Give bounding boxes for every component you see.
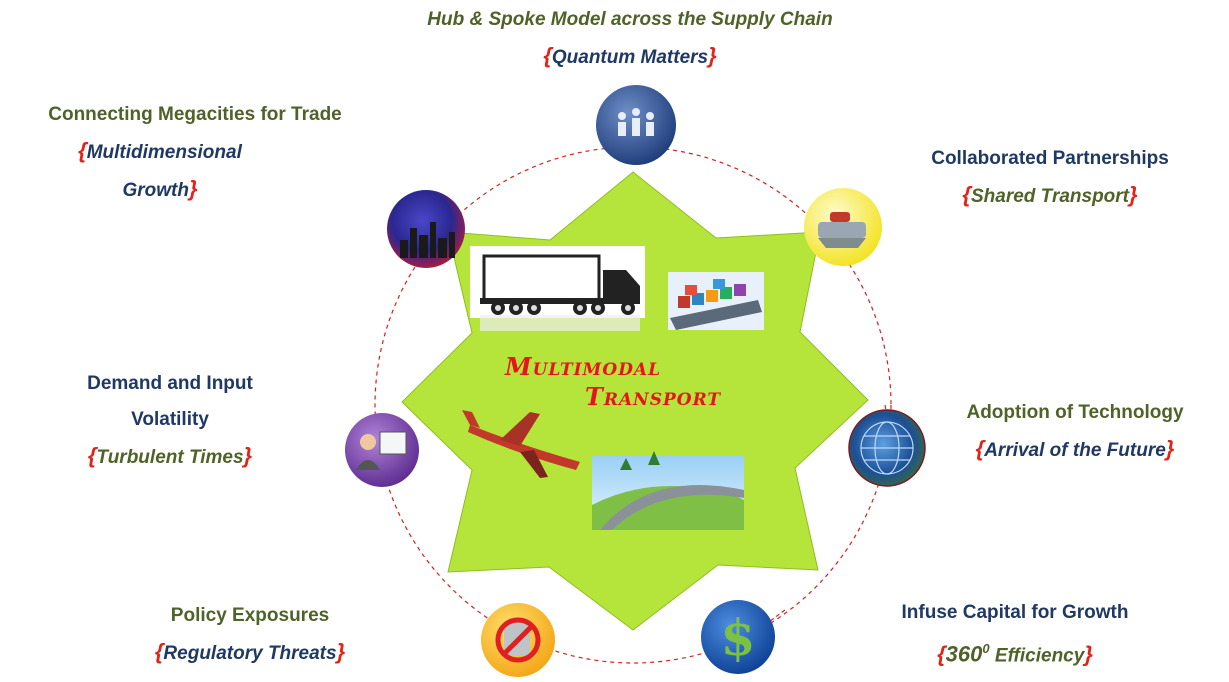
label-capital: Infuse Capital for Growth {3600 Efficien…: [855, 595, 1175, 674]
node-hub: [596, 85, 676, 165]
highway-landscape-icon: [592, 451, 744, 530]
globe-circuit-icon: [860, 421, 914, 475]
label-demand: Demand and Input Volatility {Turbulent T…: [50, 366, 290, 476]
label-hub: Hub & Spoke Model across the Supply Chai…: [350, 2, 910, 76]
label-partners: Collaborated Partnerships {Shared Transp…: [880, 141, 1220, 215]
city-skyline-icon: [400, 222, 455, 258]
node-demand: [345, 413, 419, 487]
capital-subtitle: {3600 Efficiency}: [937, 641, 1093, 667]
node-partners: [804, 188, 882, 266]
label-tech: Adoption of Technology {Arrival of the F…: [925, 395, 1225, 469]
megacities-title: Connecting Megacities for Trade: [48, 104, 342, 125]
tech-subtitle: {Arrival of the Future}: [975, 436, 1175, 461]
connector-ring: [374, 146, 892, 664]
handshake-icon: [818, 212, 866, 248]
policy-title: Policy Exposures: [170, 605, 330, 626]
hub-subtitle: {Quantum Matters}: [543, 43, 717, 68]
truck-icon: [470, 246, 645, 331]
policy-subtitle: {Regulatory Threats}: [154, 639, 346, 664]
megacities-subtitle: {Multidimensional Growth}: [78, 138, 242, 201]
node-policy: [481, 603, 555, 677]
center-title: Multimodal Transport: [505, 352, 765, 412]
demand-title: Demand and Input Volatility: [87, 373, 253, 430]
center-title-line2: Transport: [585, 382, 722, 411]
dollar-icon: $: [721, 608, 756, 667]
partners-title: Collaborated Partnerships: [931, 148, 1169, 169]
center-title-line1: Multimodal: [505, 352, 662, 381]
label-policy: Policy Exposures {Regulatory Threats}: [110, 598, 390, 672]
prohibited-icon: [495, 617, 541, 663]
demand-subtitle: {Turbulent Times}: [87, 443, 253, 468]
partners-subtitle: {Shared Transport}: [962, 182, 1138, 207]
capital-title: Infuse Capital for Growth: [901, 602, 1129, 623]
cargo-ship-icon: [668, 272, 764, 330]
tech-title: Adoption of Technology: [966, 402, 1184, 423]
hub-title: Hub & Spoke Model across the Supply Chai…: [427, 9, 833, 30]
label-megacities: Connecting Megacities for Trade {Multidi…: [0, 97, 390, 209]
people-network-icon: [618, 108, 654, 136]
node-megacities: [387, 190, 465, 268]
chart-presenter-icon: [356, 431, 407, 470]
airplane-icon: [462, 410, 580, 478]
node-capital: $: [701, 600, 775, 674]
node-tech: [848, 409, 926, 487]
